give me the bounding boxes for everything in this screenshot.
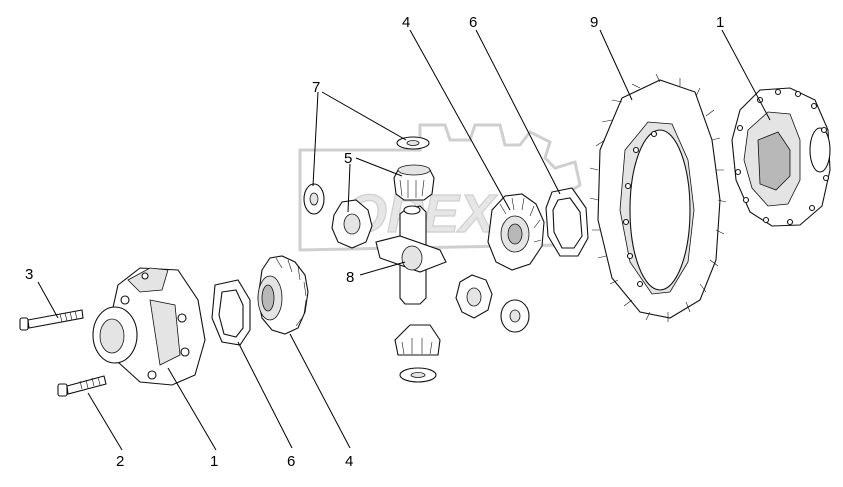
shim-washer-left	[211, 279, 251, 346]
spider-cross	[375, 205, 447, 305]
leader-1-left	[167, 367, 217, 451]
thrust-washer-left	[303, 183, 325, 215]
leader-1-right	[721, 29, 771, 121]
callout-8: 8	[346, 269, 354, 286]
leader-5a	[355, 157, 403, 177]
side-gear-right	[487, 193, 545, 271]
leader-lines	[37, 29, 771, 451]
ring-gear	[589, 73, 727, 322]
thrust-washer-right	[500, 299, 530, 333]
callout-2: 2	[116, 453, 124, 470]
leader-3	[37, 281, 59, 319]
callout-3: 3	[25, 266, 33, 283]
leader-5b	[347, 163, 351, 213]
callout-6-top: 6	[469, 14, 477, 31]
thrust-washer-lower	[399, 367, 437, 383]
callout-6-bottom: 6	[287, 453, 295, 470]
leader-9	[599, 29, 633, 101]
bolt-short	[57, 375, 107, 397]
side-gear-left	[257, 255, 309, 335]
pinion-gear-left	[331, 199, 373, 249]
bolt-long	[19, 309, 84, 331]
leader-7a	[321, 91, 407, 141]
pinion-gear-lower	[394, 324, 441, 356]
leader-2	[87, 392, 123, 451]
leader-6-bottom	[237, 341, 293, 449]
leader-8	[359, 261, 406, 276]
leader-6-top	[475, 29, 561, 195]
callout-1-left: 1	[210, 453, 218, 470]
callout-4-top: 4	[402, 14, 410, 31]
leader-4-top	[409, 29, 511, 211]
callout-7: 7	[312, 79, 320, 96]
callout-4-bottom: 4	[345, 453, 353, 470]
case-half-right	[731, 87, 831, 227]
case-half-left	[92, 267, 206, 386]
pinion-gear-upper	[393, 164, 435, 201]
pinion-gear-right	[455, 274, 493, 319]
leader-4-bottom	[289, 333, 351, 449]
thrust-washer-upper	[396, 136, 430, 150]
shim-washer-right	[545, 187, 589, 257]
callout-labels: 1 2 3 4 4 5 6 6 7 8 9 1	[25, 14, 724, 470]
callout-9: 9	[590, 14, 598, 31]
callout-5: 5	[344, 150, 352, 167]
callout-1-right: 1	[716, 14, 724, 31]
leader-7b	[312, 91, 319, 187]
